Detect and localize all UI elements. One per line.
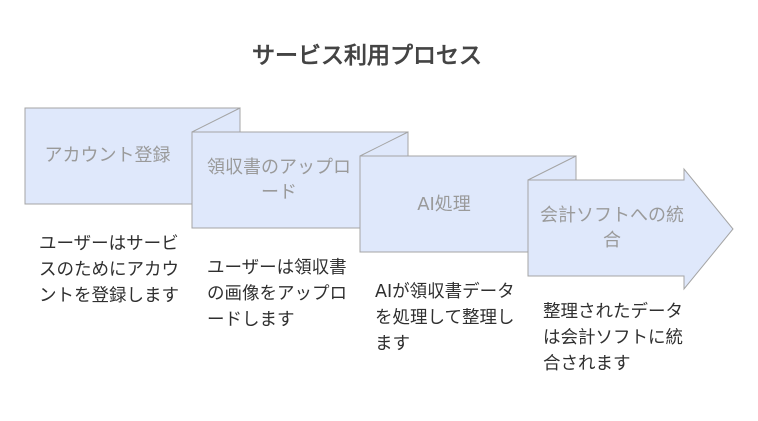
step-1-description: ユーザーはサービスのためにアカウントを登録します	[39, 234, 179, 306]
step-3-label: AI処理	[417, 193, 471, 215]
diagram-title: サービス利用プロセス	[252, 43, 482, 69]
step-2-label: 領収書のアップロード	[207, 157, 351, 203]
step-4-arrow	[527, 167, 734, 291]
step-4-label: 会計ソフトへの統合	[540, 205, 684, 251]
step-2-description: ユーザーは領収書の画像をアップロードします	[207, 258, 347, 330]
step-1-label: アカウント登録	[44, 144, 171, 166]
step-3-description: AIが領収書データを処理して整理します	[375, 282, 515, 354]
step-4-description: 整理されたデータは会計ソフトに統合されます	[543, 302, 683, 374]
